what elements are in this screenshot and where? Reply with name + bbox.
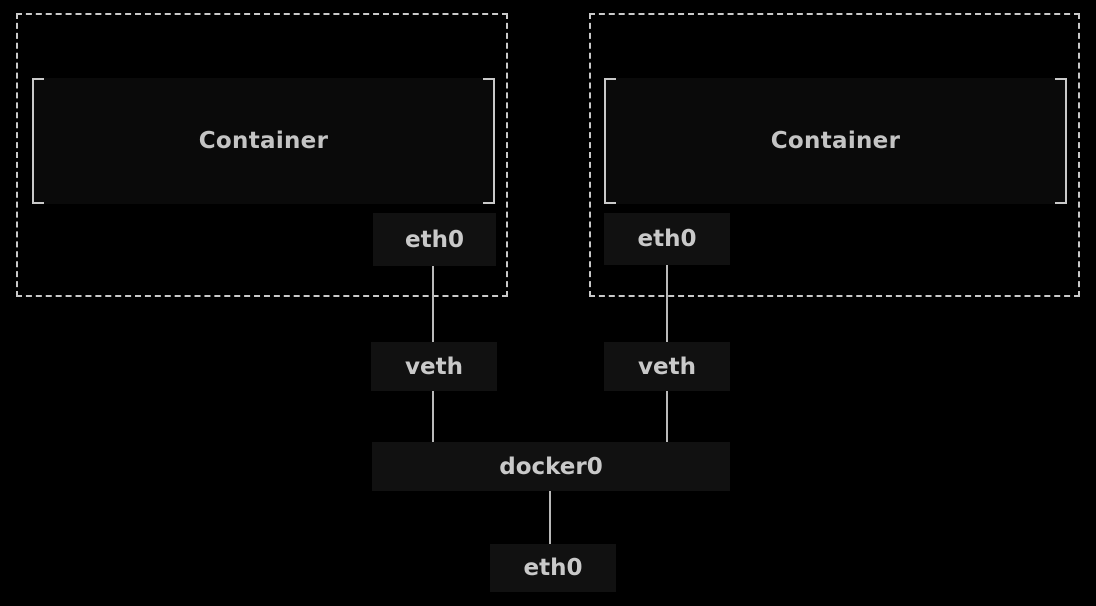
container-label: Container: [198, 128, 329, 154]
container-node-right: Container: [604, 78, 1067, 204]
edge-docker0-to-eth0-host: [549, 491, 551, 544]
docker0-label: docker0: [499, 453, 603, 480]
edge-veth-to-docker0-left: [432, 391, 434, 442]
container-node-left: Container: [32, 78, 495, 204]
container-bracket-left-icon: [32, 78, 44, 204]
edge-eth0-to-veth-right: [666, 265, 668, 342]
eth0-node-host: eth0: [490, 544, 616, 592]
veth-node-right: veth: [604, 342, 730, 391]
eth0-label: eth0: [405, 226, 464, 253]
container-label: Container: [770, 128, 901, 154]
eth0-label: eth0: [523, 555, 583, 581]
container-bracket-left-icon: [604, 78, 616, 204]
veth-label: veth: [405, 353, 463, 380]
edge-veth-to-docker0-right: [666, 391, 668, 442]
container-bracket-right-icon: [483, 78, 495, 204]
eth0-label: eth0: [637, 226, 697, 252]
veth-label: veth: [638, 353, 696, 380]
eth0-node-container-left: eth0: [373, 213, 496, 266]
container-bracket-right-icon: [1055, 78, 1067, 204]
eth0-node-container-right: eth0: [604, 213, 730, 265]
edge-eth0-to-veth-left: [432, 266, 434, 342]
veth-node-left: veth: [371, 342, 497, 391]
docker0-bridge-node: docker0: [372, 442, 730, 491]
